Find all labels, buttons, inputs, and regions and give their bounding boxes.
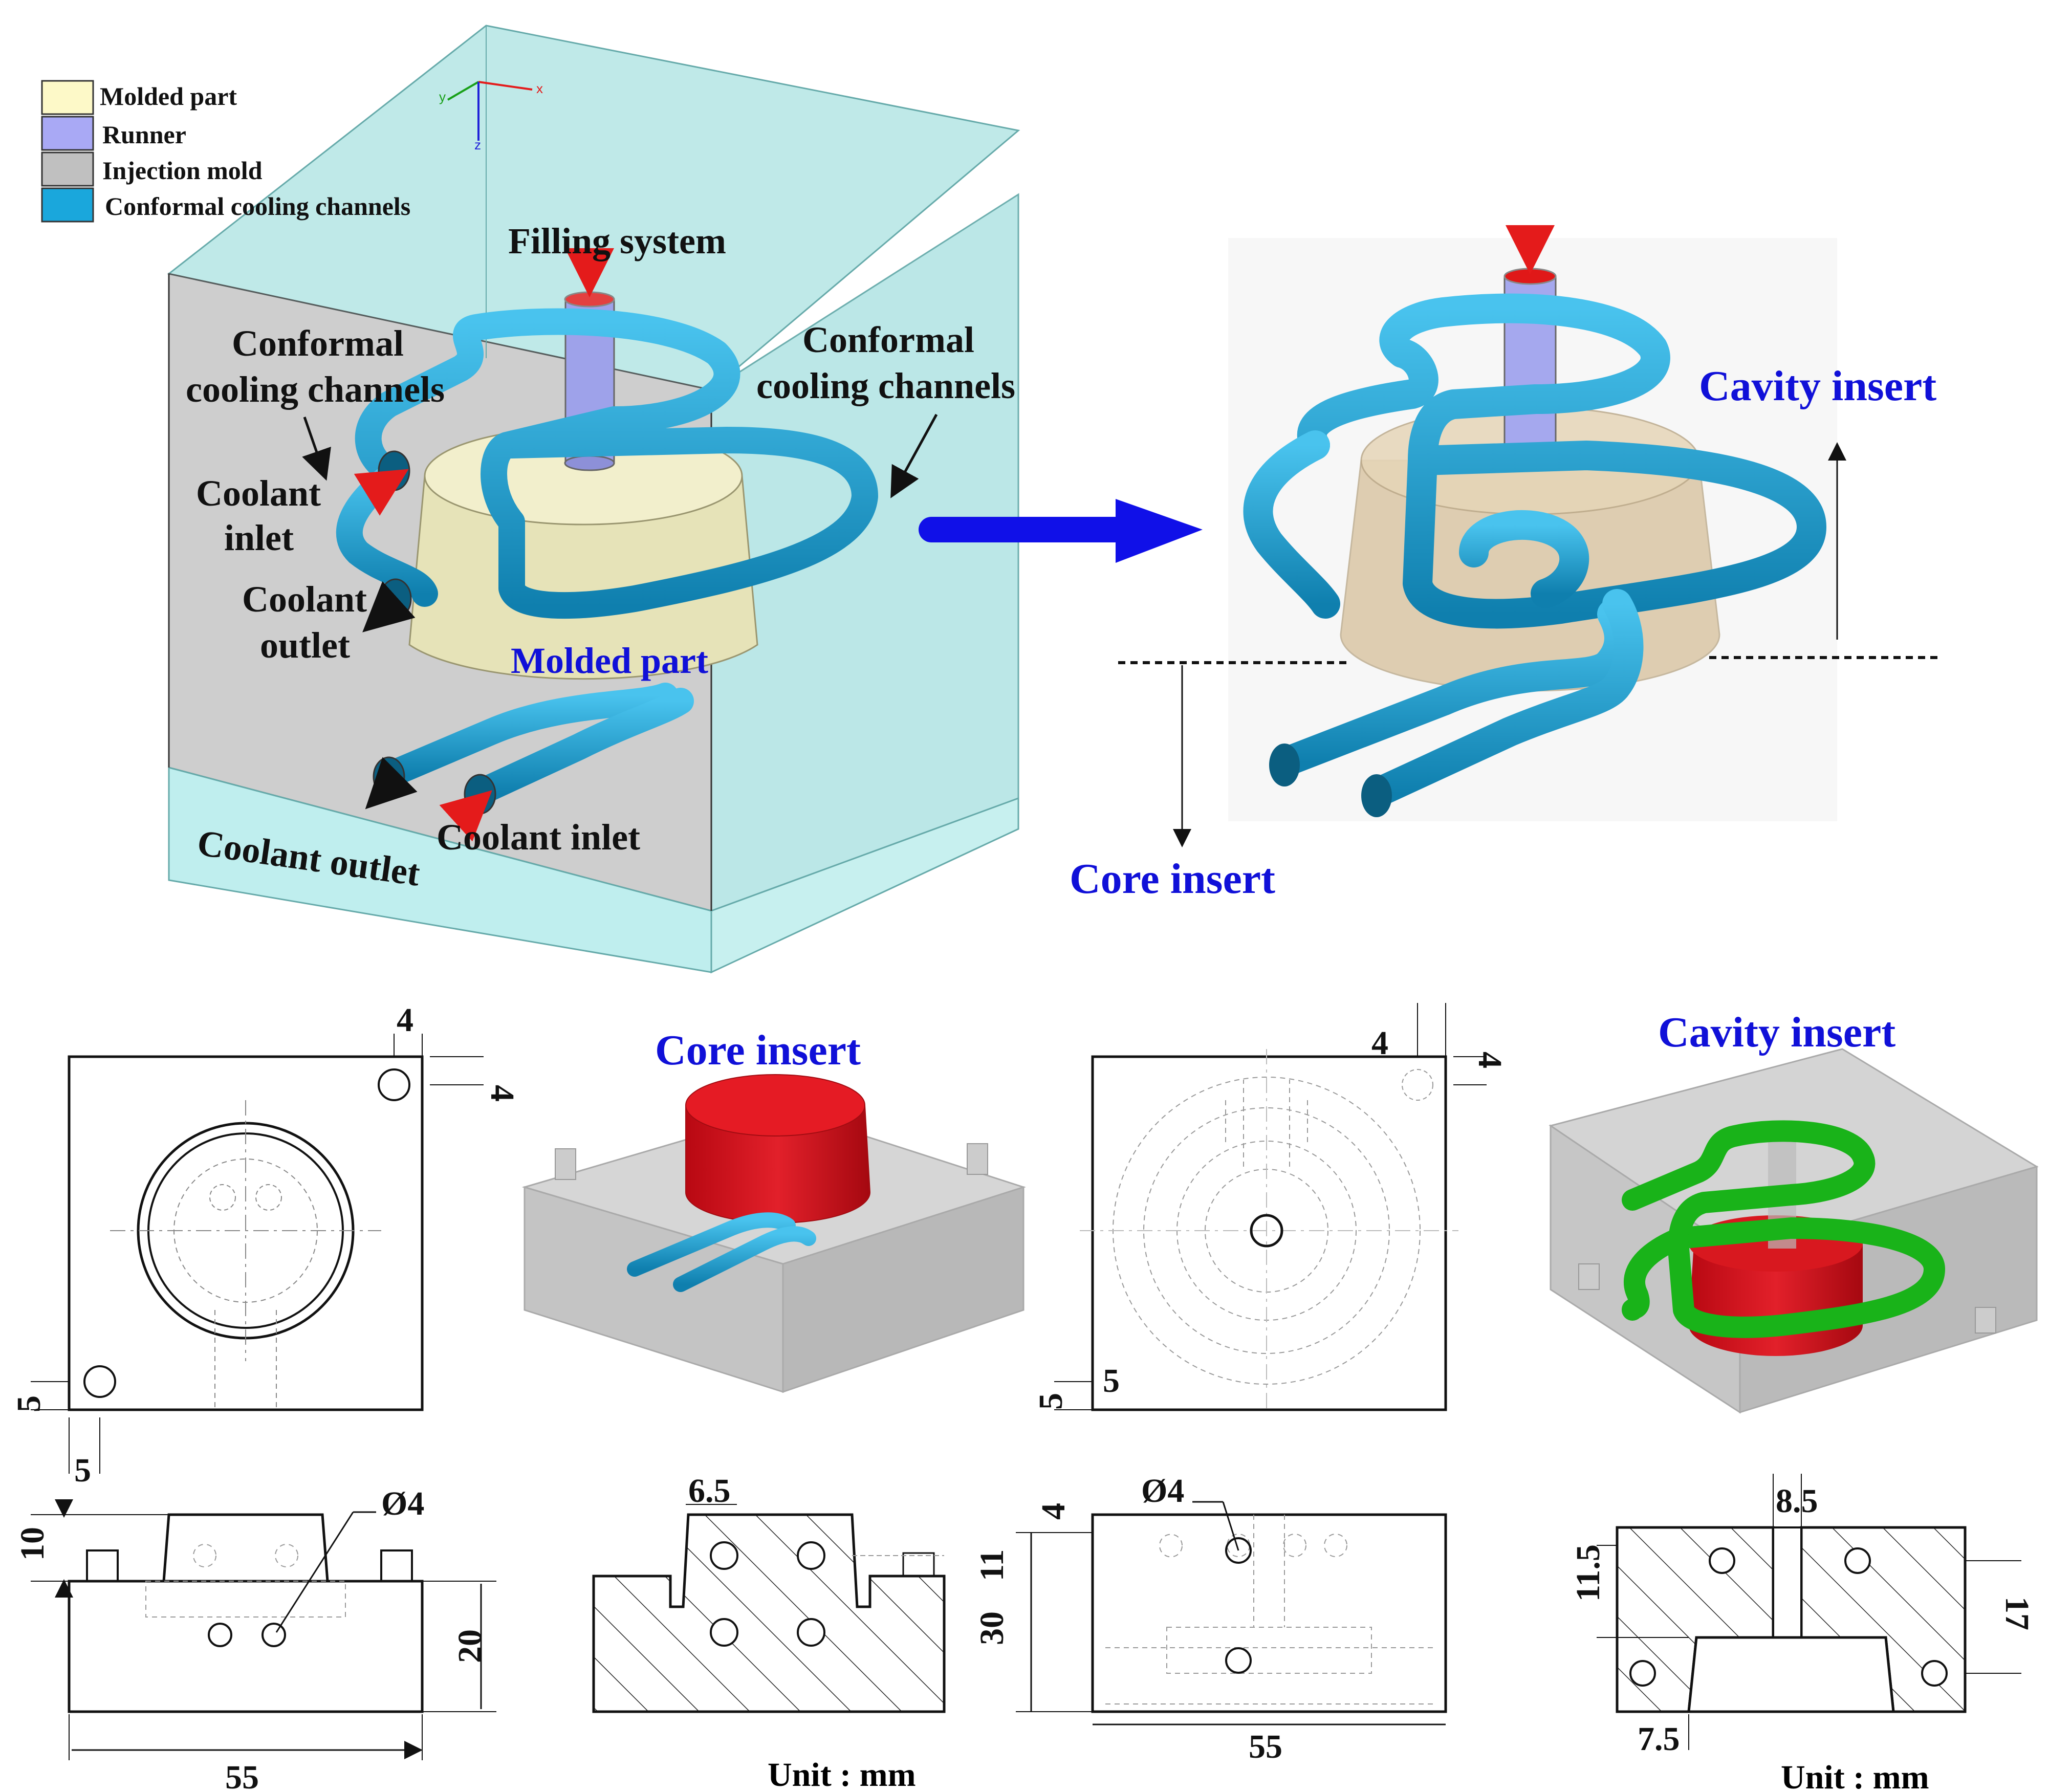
- label-coolant-inlet-left-1: Coolant: [196, 473, 321, 514]
- dim-s3-w55: 55: [1249, 1728, 1282, 1765]
- legend: Molded part Runner Injection mold Confor…: [41, 80, 410, 223]
- dim-s3-h4: 4: [1035, 1503, 1072, 1520]
- dim-s1-phi4: Ø4: [381, 1485, 424, 1522]
- label-cavity-insert-top: Cavity insert: [1699, 362, 1936, 410]
- label-cavity-insert-bottom: Cavity insert: [1658, 1009, 1895, 1056]
- dim1-top-4: 4: [397, 1001, 413, 1039]
- dim-s4-h11-5: 11.5: [1570, 1544, 1607, 1602]
- label-coolant-outlet-left-2: outlet: [260, 625, 350, 666]
- label-core-insert-bottom: Core insert: [655, 1026, 861, 1074]
- axis-triad: x y z: [439, 81, 543, 152]
- core-side-drawing: [31, 1499, 496, 1760]
- dim-s4-w8-5: 8.5: [1776, 1482, 1818, 1520]
- label-coolant-inlet-bottom: Coolant inlet: [437, 817, 640, 858]
- dim2-left-5: 5: [1032, 1393, 1070, 1410]
- dim-s2-h30: 30: [973, 1611, 1011, 1645]
- unit-label-left: Unit : mm: [768, 1756, 916, 1792]
- core-insert-3d: Core insert: [521, 1026, 1026, 1393]
- insert-3d-view: Cavity insert Core insert: [1070, 225, 1939, 903]
- dim1-left-5: 5: [10, 1395, 48, 1412]
- legend-swatch-cooling-channels: [41, 187, 94, 223]
- cooling-channels-exploded: [1243, 293, 1826, 808]
- dim-s4-h17: 17: [1998, 1597, 2036, 1630]
- label-core-insert-top: Core insert: [1070, 855, 1275, 903]
- dim2-right-4: 4: [1471, 1052, 1509, 1068]
- core-cross-section: [592, 1504, 946, 1713]
- label-conformal-right-2: cooling channels: [756, 365, 1015, 406]
- dim-s1-h10: 10: [14, 1527, 51, 1561]
- core-plan-drawing: [31, 1034, 484, 1474]
- legend-swatch-runner: [41, 116, 94, 151]
- axis-x-label: x: [536, 81, 543, 96]
- dim1-right-4: 4: [484, 1085, 521, 1102]
- dim-s1-w55: 55: [225, 1759, 259, 1792]
- label-molded-part: Molded part: [511, 640, 708, 681]
- legend-label-injection-mold: Injection mold: [102, 156, 263, 185]
- legend-label-runner: Runner: [102, 120, 186, 149]
- unit-label-right: Unit : mm: [1781, 1759, 1929, 1792]
- legend-label-cooling-channels: Conformal cooling channels: [105, 192, 410, 221]
- legend-swatch-molded-part: [41, 80, 94, 115]
- label-filling-system: Filling system: [508, 221, 726, 261]
- dim2-top-4: 4: [1371, 1024, 1388, 1062]
- cavity-plan-drawing: [1054, 1003, 1487, 1412]
- label-coolant-outlet-left-1: Coolant: [242, 579, 367, 620]
- dim-s3-phi4: Ø4: [1141, 1472, 1184, 1510]
- dim-s4-w7-5: 7.5: [1638, 1720, 1680, 1758]
- label-conformal-left-2: cooling channels: [186, 369, 445, 410]
- cavity-cross-section: [1597, 1474, 2021, 1750]
- cavity-insert-3d: Cavity insert: [1549, 1009, 2039, 1414]
- cavity-side-drawing: [1016, 1501, 1447, 1725]
- label-conformal-right-1: Conformal: [802, 319, 974, 360]
- dim-s2-h11: 11: [973, 1549, 1011, 1581]
- label-conformal-left-1: Conformal: [232, 323, 404, 364]
- label-coolant-inlet-left-2: inlet: [224, 517, 294, 558]
- legend-label-molded-part: Molded part: [100, 82, 237, 111]
- legend-swatch-injection-mold: [41, 151, 94, 187]
- axis-z-label: z: [474, 137, 481, 152]
- dim-s1-h20: 20: [451, 1629, 489, 1663]
- axis-y-label: y: [439, 89, 446, 104]
- transition-arrow: [919, 499, 1203, 563]
- dim-s2-w6-5: 6.5: [688, 1472, 731, 1510]
- mold-3d-view: x y z: [41, 25, 1020, 974]
- dim2-inner-5: 5: [1103, 1362, 1120, 1400]
- dim1-bottom-5: 5: [74, 1452, 91, 1489]
